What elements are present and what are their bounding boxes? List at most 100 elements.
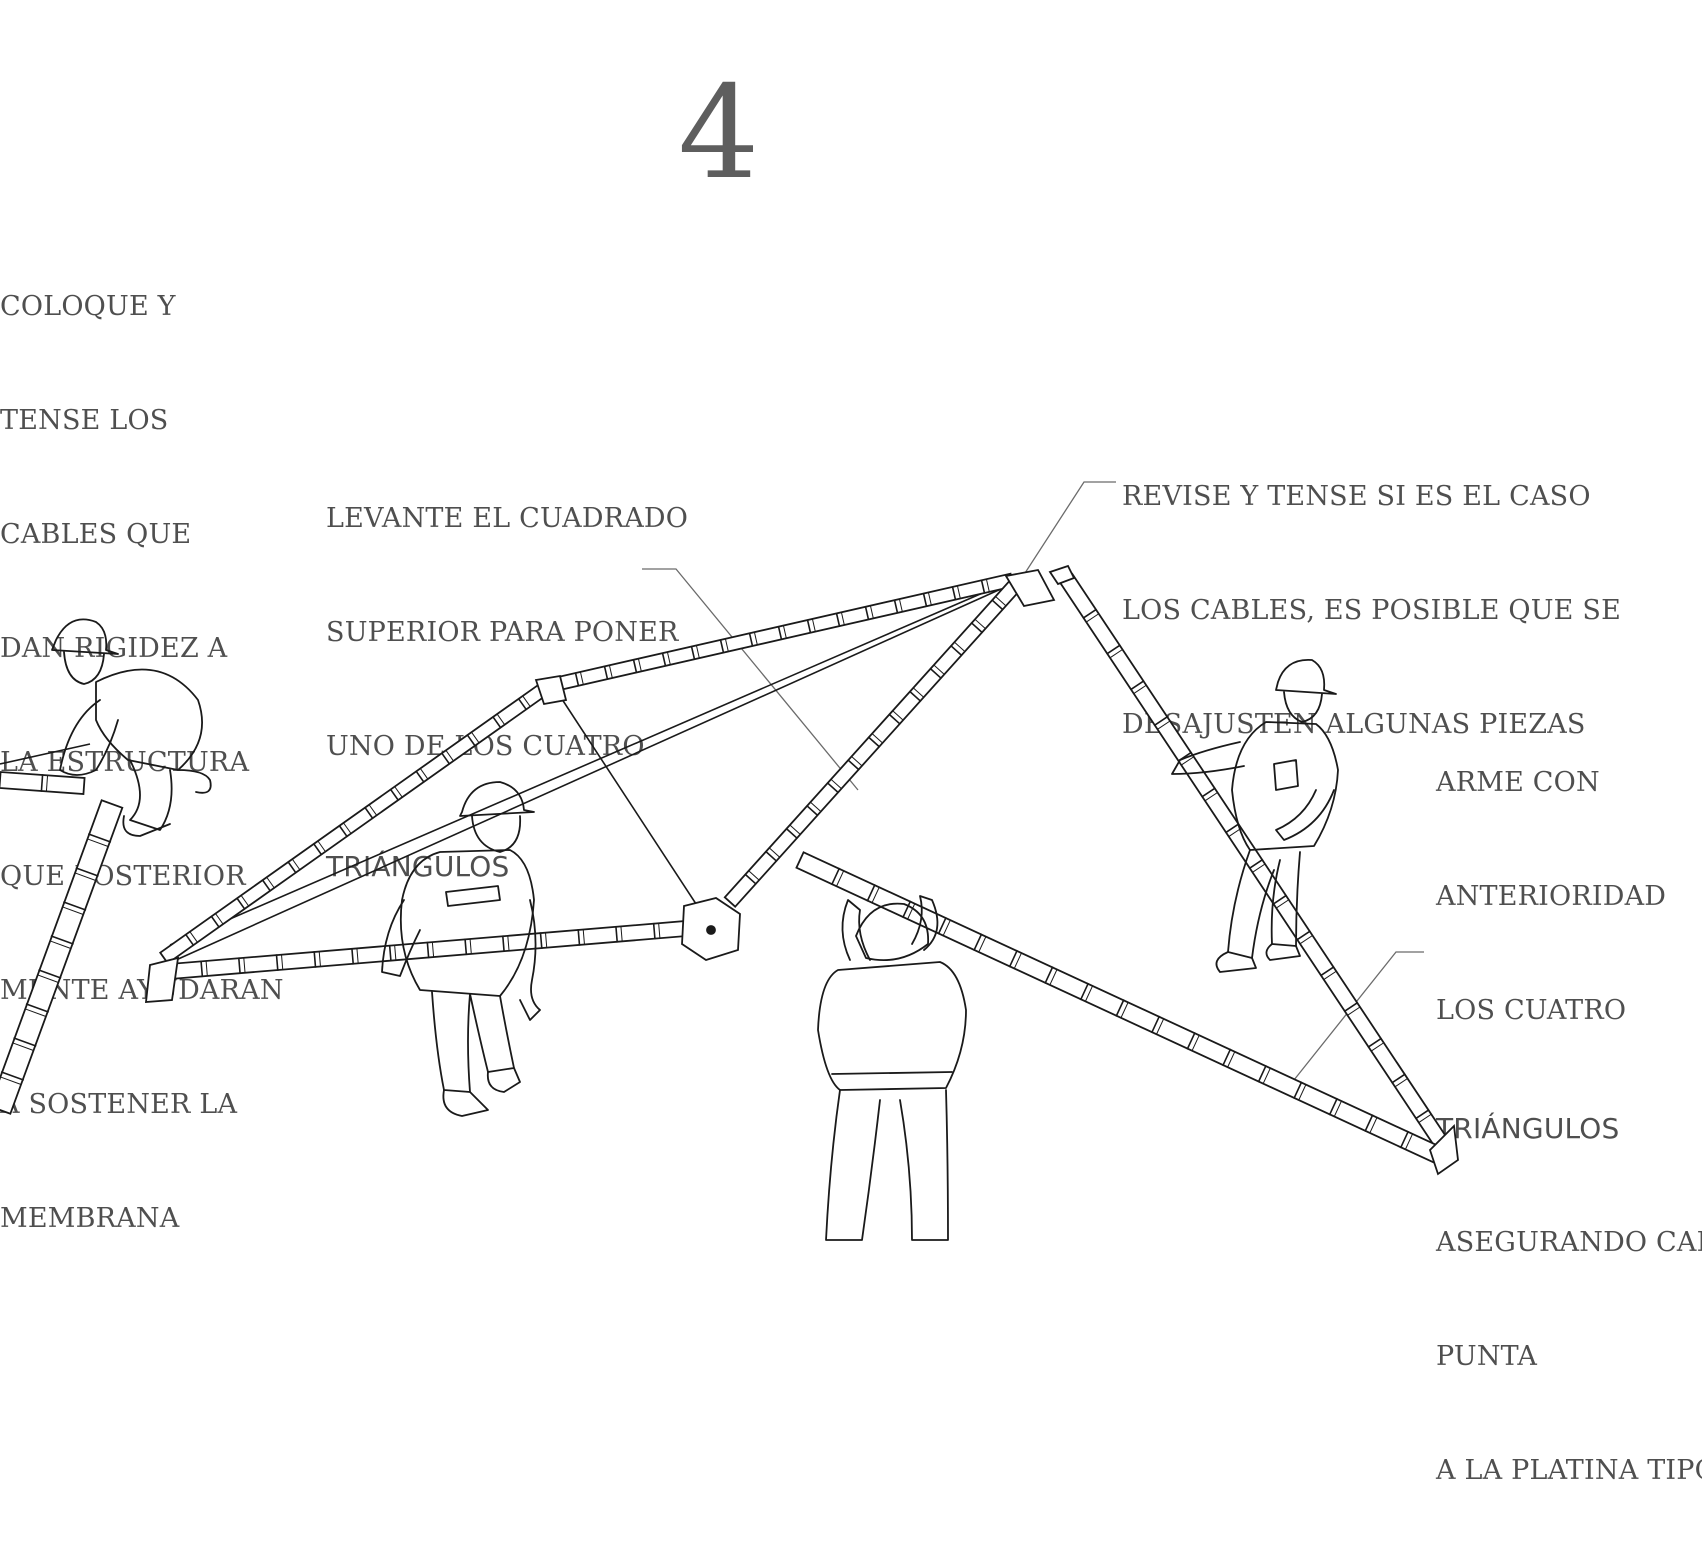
joint-top-right-tip: [1048, 564, 1076, 586]
tube-ring-edge: [317, 840, 326, 852]
tube-ring-edge: [978, 936, 987, 953]
tube-ring-edge: [87, 838, 109, 847]
tube-ring-edge: [45, 775, 49, 792]
tube-ring-edge: [356, 948, 359, 964]
boot: [122, 815, 171, 837]
note-line: TRIÁNGULOS: [1436, 1112, 1620, 1145]
tube-ring-edge: [37, 974, 59, 983]
tube-ring: [364, 806, 374, 820]
tube-ring-edge: [658, 923, 661, 939]
tube-ring: [864, 605, 870, 621]
tube-ring: [1222, 1048, 1232, 1067]
note-line: CABLES QUE: [0, 519, 192, 550]
tube-ring-edge: [748, 870, 760, 881]
boot-left: [1215, 951, 1257, 973]
tube-ring: [1224, 823, 1240, 834]
tube-ring: [902, 900, 912, 919]
frame-illustration: [0, 481, 1459, 1241]
tube-ring-edge: [995, 596, 1007, 607]
tube-ring-edge: [1227, 1051, 1236, 1068]
note-check-cables: REVISE Y TENSE SI ES EL CASO LOS CABLES,…: [1122, 402, 1621, 820]
tube-ring: [577, 929, 581, 946]
arm-right: [911, 895, 939, 951]
leg: [129, 759, 173, 831]
tube-ring-edge: [1298, 1084, 1307, 1101]
pocket: [1273, 759, 1299, 791]
tube-ring: [806, 804, 819, 817]
tube-ring-edge: [266, 876, 275, 889]
tube-ring-edge: [1084, 985, 1094, 1002]
note-line: UNO DE LOS CUATRO: [326, 731, 645, 762]
tube-ring: [748, 632, 754, 647]
tube-ring: [13, 1037, 37, 1047]
tube-ring-edge: [1180, 756, 1195, 766]
tube-ring-edge: [469, 938, 472, 954]
note-line: REVISE Y TENSE SI ES EL CASO: [1122, 481, 1591, 512]
tube-ring: [75, 867, 99, 877]
tube-ring-edge: [291, 858, 301, 871]
cable: [175, 583, 1013, 961]
torso: [399, 849, 535, 997]
note-tension-cables: COLOQUE Y TENSE LOS CABLES QUE DAN RIGID…: [0, 212, 284, 1314]
tube-ring: [415, 770, 425, 783]
torso: [1231, 721, 1339, 851]
tube-ring-edge: [871, 733, 883, 744]
tube-ring-edge: [522, 695, 531, 707]
tube-ring-edge: [753, 632, 758, 645]
frame-tubes: [0, 572, 1454, 1165]
tube-ring-edge: [1275, 899, 1290, 909]
tube-ring-edge: [215, 913, 224, 925]
tube-ring-edge: [933, 664, 945, 675]
tube-ring: [1272, 894, 1288, 905]
note-line: DAN RIGIDEZ A: [0, 633, 228, 664]
tube-ring: [661, 652, 667, 667]
arm-left: [841, 899, 871, 961]
tube-ring: [950, 644, 963, 657]
boot-left: [442, 1089, 489, 1117]
knee: [177, 769, 212, 794]
tube-ring-edge: [1133, 684, 1147, 694]
tube-ring: [184, 933, 195, 947]
head: [471, 815, 522, 853]
note-line: ANTERIORIDAD: [1436, 881, 1667, 912]
tube-ring: [744, 873, 757, 885]
joint-bolt: [706, 925, 716, 935]
tube-ring-edge: [1404, 1133, 1414, 1150]
tube-ring-edge: [1369, 1117, 1378, 1134]
tube-ring: [922, 592, 928, 608]
tube-ring-edge: [12, 1042, 34, 1051]
tube-ring-edge: [471, 731, 480, 744]
tube-ring-edge: [205, 960, 208, 976]
leg-left: [825, 1089, 881, 1241]
tube-ring: [1391, 1073, 1406, 1084]
tube-ring: [1343, 1001, 1359, 1013]
tension-cables: [0, 581, 1013, 961]
tube-diagonal-center: [723, 576, 1025, 908]
note-line: PUNTA: [1436, 1341, 1538, 1372]
tube-ring: [236, 897, 246, 910]
tube-ring: [1414, 1109, 1430, 1120]
tube-ring: [1293, 1081, 1303, 1100]
tube-ring: [40, 774, 44, 792]
hard-hat: [855, 902, 929, 961]
tube-ring: [1079, 982, 1090, 1001]
leg-right: [899, 1089, 949, 1241]
tube-ring: [0, 1071, 25, 1081]
tube-ring: [63, 901, 87, 911]
tube-ring: [574, 672, 580, 687]
tube-ring: [313, 951, 317, 968]
tube-ring: [200, 960, 204, 978]
note-line: ARME CON: [1436, 767, 1600, 798]
tube-ring-edge: [545, 932, 548, 948]
cable: [0, 743, 91, 765]
tube-ring: [632, 658, 638, 674]
head: [1283, 691, 1323, 723]
tube-ring-edge: [724, 638, 729, 652]
arm-left: [1171, 741, 1245, 775]
tube-ring: [908, 690, 922, 703]
tube-ring: [261, 879, 272, 892]
tube-ring-edge: [496, 713, 506, 725]
tube-ring-edge: [281, 954, 284, 970]
tube-ring: [835, 612, 841, 627]
tube-ring-edge: [620, 926, 623, 942]
